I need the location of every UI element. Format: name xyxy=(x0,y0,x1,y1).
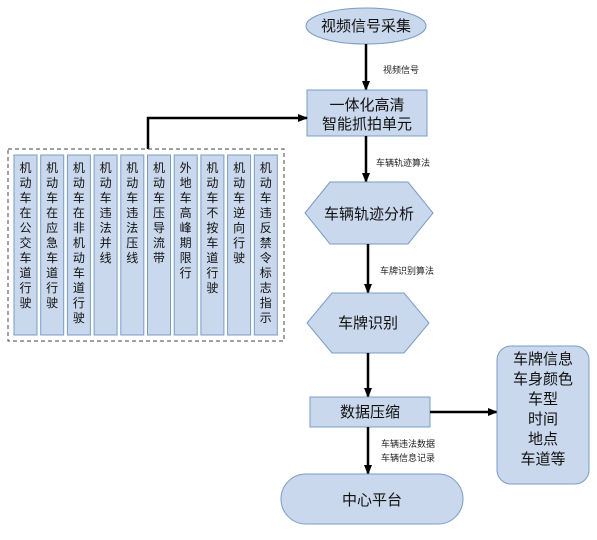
violation-label: 机动车违反禁令标志指示 xyxy=(259,161,272,325)
edge-label-violation-data: 车辆违法数据 xyxy=(381,438,435,450)
output-info-line: 车型 xyxy=(528,390,558,408)
edge-label-track-algorithm: 车辆轨迹算法 xyxy=(376,157,430,169)
arrow-violations-to-camera xyxy=(146,114,308,149)
plate-recognition-node xyxy=(306,292,430,354)
violation-label: 机动车在公交车道行驶 xyxy=(19,161,32,310)
violation-label: 机动车在应急车道行驶 xyxy=(46,161,59,310)
output-info-line: 车身颜色 xyxy=(513,370,573,388)
violation-box xyxy=(227,154,252,336)
output-info-line: 车道等 xyxy=(520,450,565,468)
center-platform-node xyxy=(280,473,464,525)
output-info-line: 时间 xyxy=(528,410,558,428)
output-info-line: 地点 xyxy=(528,430,558,448)
violation-box xyxy=(66,154,91,336)
violation-box xyxy=(13,154,38,336)
plate-recognition-label: 车牌识别 xyxy=(338,314,398,332)
violation-label: 机动车逆向行驶 xyxy=(233,161,246,265)
output-info-line: 车牌信息 xyxy=(513,350,573,368)
violation-box xyxy=(40,154,65,336)
violation-label: 机动车违法压线 xyxy=(126,161,139,265)
violation-label: 机动车在非机动车道行驶 xyxy=(72,161,85,325)
violation-box xyxy=(200,154,225,336)
edge-label-video-signal: 视频信号 xyxy=(383,64,419,76)
violation-label: 机动车违法并线 xyxy=(99,161,112,265)
compression-label: 数据压缩 xyxy=(340,403,400,421)
camera-unit-label-line2: 智能抓拍单元 xyxy=(322,115,412,133)
camera-unit-label-line1: 一体化高清 xyxy=(329,96,404,114)
center-platform-label: 中心平台 xyxy=(342,491,402,509)
violation-label: 机动车不按车道行驶 xyxy=(206,161,219,295)
track-analysis-node xyxy=(304,181,434,245)
violations-container xyxy=(7,148,285,342)
violation-box xyxy=(253,154,278,336)
violation-box xyxy=(147,154,171,336)
violation-box xyxy=(173,154,198,336)
output-info-box xyxy=(496,345,590,485)
camera-unit-node xyxy=(306,89,428,137)
violation-boxes xyxy=(13,154,278,336)
edge-label-plate-algorithm: 车牌识别算法 xyxy=(380,265,434,277)
violation-label: 机动车压导流带 xyxy=(152,161,165,265)
violation-box xyxy=(120,154,145,336)
capture-label: 视频信号采集 xyxy=(321,17,411,35)
edge-label-vehicle-info: 车辆信息记录 xyxy=(381,452,435,464)
violation-label: 外地车高峰期限行 xyxy=(179,161,192,280)
track-analysis-label: 车辆轨迹分析 xyxy=(324,205,414,223)
violation-box xyxy=(93,154,118,336)
